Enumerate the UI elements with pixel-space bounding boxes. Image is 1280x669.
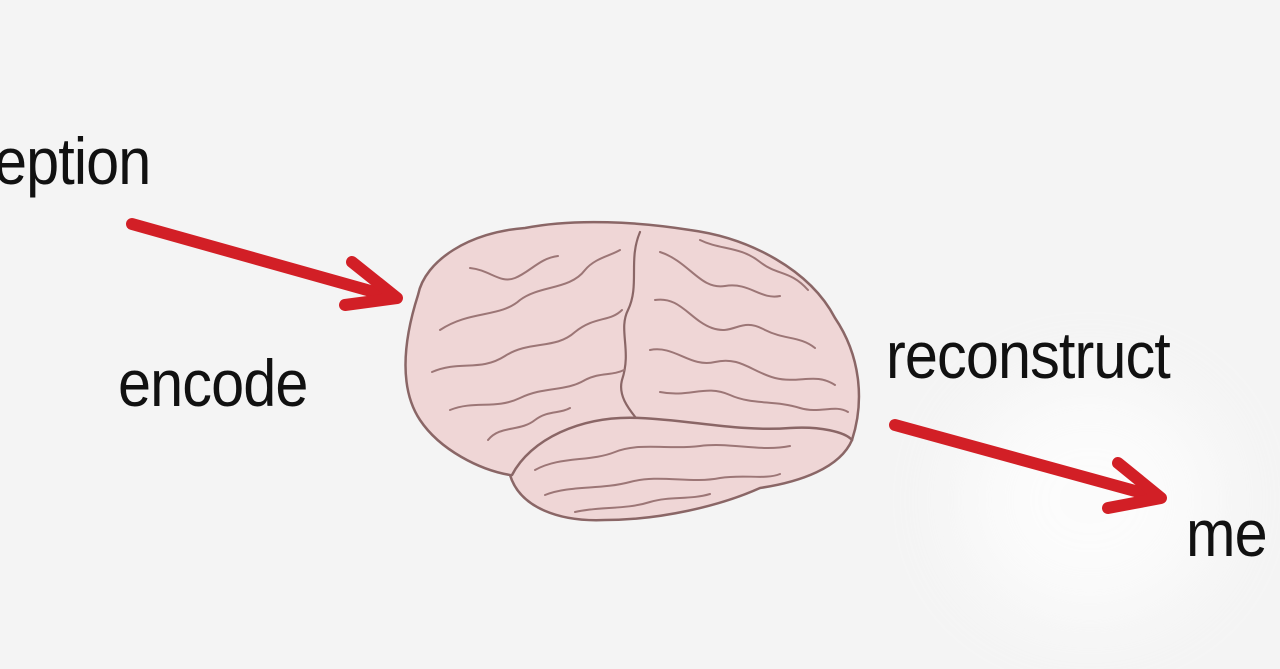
perception-label: eption xyxy=(0,124,151,198)
reconstruct-arrow-icon xyxy=(889,419,1167,514)
memory-label: me xyxy=(1186,496,1268,570)
brain-icon xyxy=(404,220,861,522)
encode-label: encode xyxy=(118,346,308,420)
background-glow xyxy=(960,380,1220,620)
reconstruct-label: reconstruct xyxy=(886,318,1171,392)
encode-arrow-icon xyxy=(126,218,403,311)
